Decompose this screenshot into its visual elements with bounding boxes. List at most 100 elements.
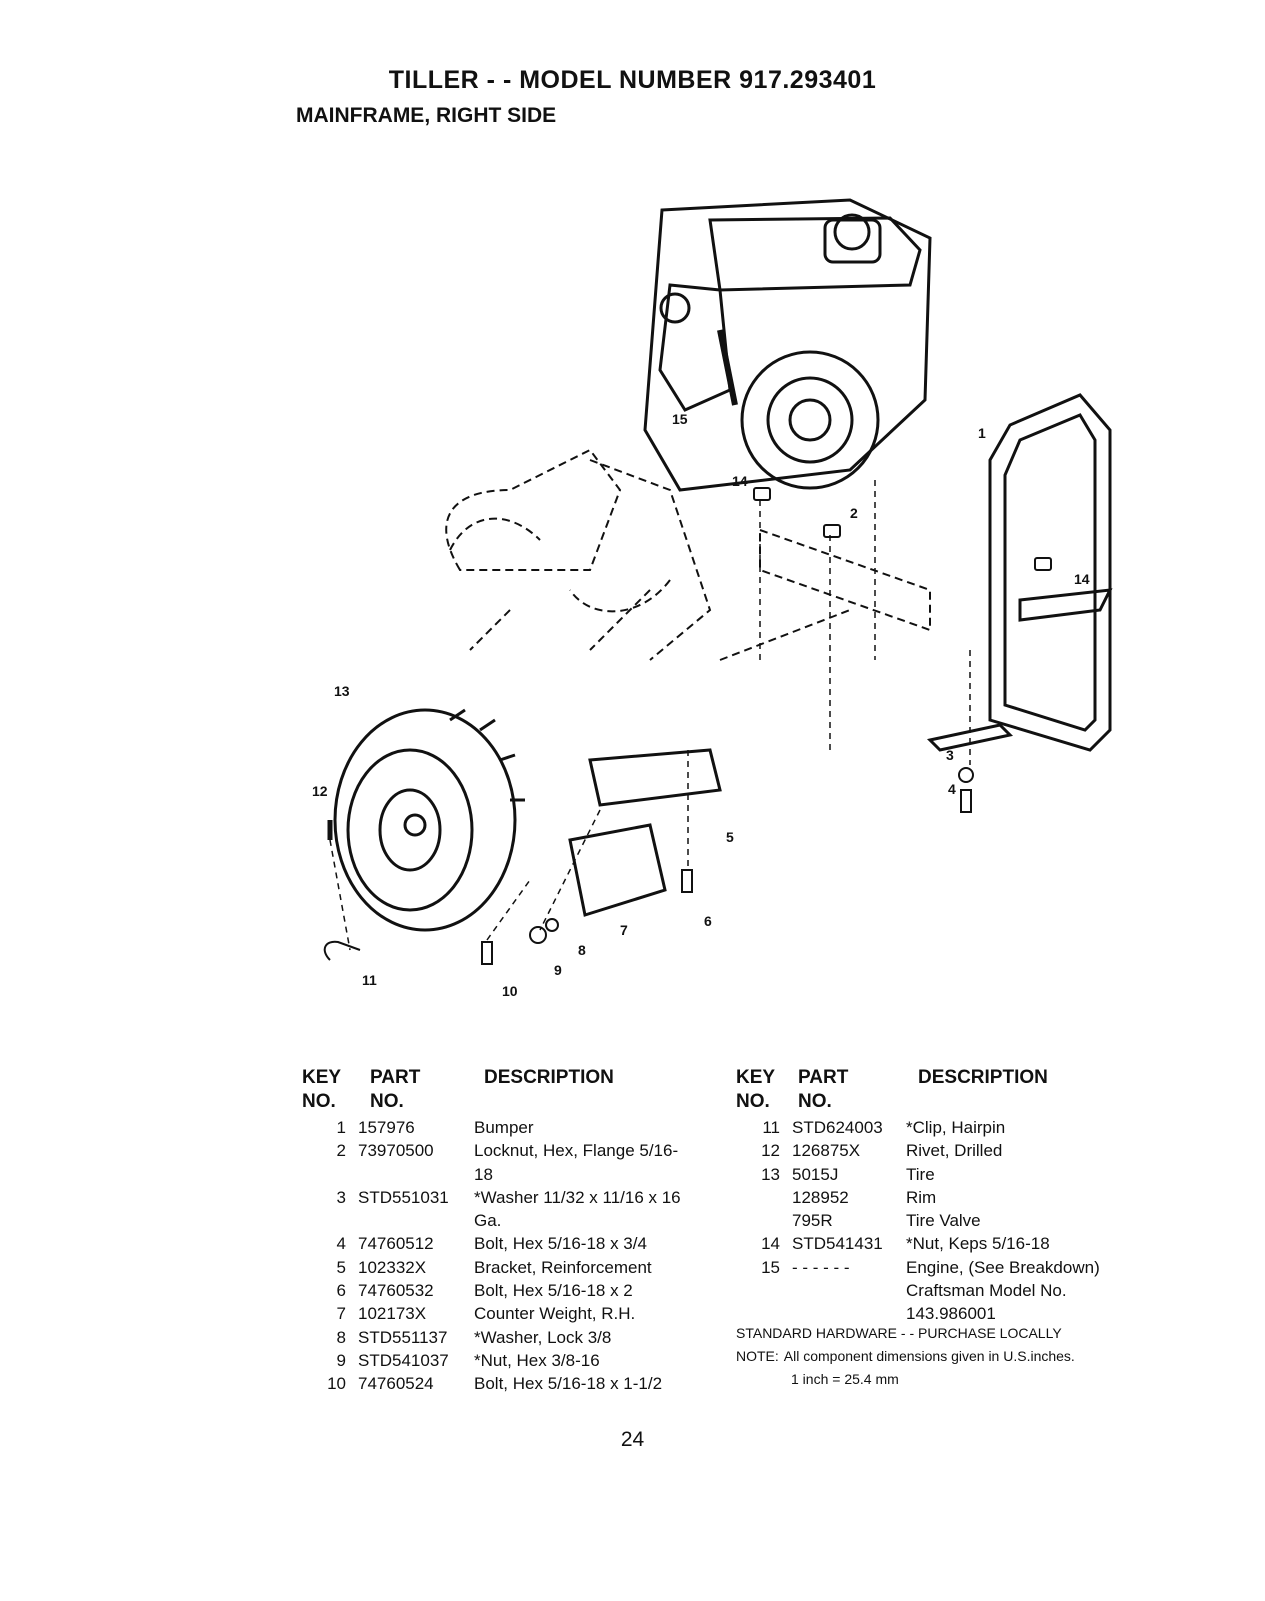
parts-row: 2 73970500 Locknut, Hex, Flange 5/16- 18 [302, 1139, 732, 1186]
parts-row: 12 126875X Rivet, Drilled [736, 1139, 1156, 1162]
key-number: 5 [336, 1257, 346, 1277]
parts-row: 11 STD624003 *Clip, Hairpin [736, 1116, 1156, 1139]
parts-row: 795R Tire Valve [736, 1209, 1156, 1232]
callout-1: 1 [978, 425, 986, 441]
part-number: STD624003 [792, 1118, 883, 1137]
part-description: Bolt, Hex 5/16-18 x 1-1/2 [474, 1374, 663, 1394]
part-number: 102173X [358, 1304, 427, 1324]
part-description: Bolt, Hex 5/16-18 x 3/4 [474, 1234, 647, 1254]
part-number: 73970500 [358, 1141, 434, 1161]
callout-14-right: 14 [1074, 571, 1090, 587]
right-header-description: DESCRIPTION [918, 1067, 1048, 1088]
callout-7: 7 [620, 922, 628, 938]
callout-15: 15 [672, 411, 688, 427]
parts-row: 1 157976 Bumper [302, 1116, 732, 1139]
part-number: STD541037 [358, 1350, 449, 1370]
left-header-part-line2: NO. [370, 1091, 404, 1112]
key-number: 9 [336, 1350, 346, 1370]
part-number: STD551031 [358, 1187, 449, 1207]
page-title: TILLER - - MODEL NUMBER 917.293401 [388, 66, 877, 94]
part-number: 126875X [792, 1141, 861, 1161]
key-number: 3 [336, 1187, 346, 1207]
key-number: 12 [761, 1141, 780, 1161]
part-description: Engine, (See Breakdown) Craftsman Model … [906, 1257, 1100, 1324]
part-number: STD551137 [358, 1327, 448, 1347]
left-header-description: DESCRIPTION [484, 1067, 614, 1088]
parts-row: 14 STD541431 *Nut, Keps 5/16-18 [736, 1232, 1156, 1255]
callout-4: 4 [948, 781, 956, 797]
key-number: 2 [336, 1141, 346, 1161]
parts-row: 3 STD551031 *Washer 11/32 x 11/16 x 16 G… [302, 1186, 732, 1233]
part-number: 74760532 [358, 1281, 434, 1301]
parts-row: 8 STD551137 *Washer, Lock 3/8 [302, 1326, 732, 1349]
callout-6: 6 [704, 913, 712, 929]
hardware-illustration [323, 487, 1052, 965]
part-number: 74760512 [358, 1234, 434, 1254]
key-number: 11 [762, 1118, 780, 1137]
part-number: - - - - - - [792, 1257, 850, 1277]
part-number: 74760524 [358, 1374, 434, 1394]
parts-row: 7 102173X Counter Weight, R.H. [302, 1302, 732, 1325]
parts-row: 128952 Rim [736, 1186, 1156, 1209]
notes-block: STANDARD HARDWARE - - PURCHASE LOCALLY N… [736, 1322, 1075, 1391]
left-header-part: PART NO. [370, 1066, 420, 1114]
left-header-part-line1: PART [370, 1067, 421, 1088]
part-description: *Washer 11/32 x 11/16 x 16 Ga. [474, 1187, 681, 1231]
key-number: 4 [336, 1234, 346, 1254]
key-number: 8 [336, 1327, 346, 1347]
leader-lines [329, 480, 971, 951]
part-description: Rivet, Drilled [906, 1141, 1003, 1161]
right-header-part-line2: NO. [798, 1091, 832, 1112]
left-header-key-line2: NO. [302, 1091, 336, 1112]
part-description: Tire [906, 1164, 935, 1184]
part-number: STD541431 [792, 1234, 883, 1254]
callout-13: 13 [334, 683, 350, 699]
key-number [736, 1186, 792, 1209]
callout-8: 8 [578, 942, 586, 958]
key-number: 10 [327, 1374, 346, 1394]
callout-14: 14 [732, 473, 748, 489]
page-number: 24 [620, 1428, 645, 1451]
left-header-key: KEY NO. [302, 1066, 341, 1114]
part-description: *Nut, Keps 5/16-18 [906, 1234, 1050, 1254]
part-description: Bolt, Hex 5/16-18 x 2 [474, 1281, 633, 1301]
callout-9: 9 [554, 962, 562, 978]
key-number: 13 [761, 1164, 780, 1184]
parts-row: 15 - - - - - - Engine, (See Breakdown) C… [736, 1256, 1156, 1326]
part-description: *Nut, Hex 3/8-16 [474, 1350, 600, 1370]
bracket-illustration [568, 748, 722, 917]
engine-illustration [643, 198, 932, 492]
diagram-callouts: 1 2 3 4 5 6 7 8 9 10 11 12 13 14 14 15 [312, 411, 1090, 999]
part-description: *Clip, Hairpin [906, 1118, 1006, 1137]
key-number: 6 [336, 1281, 346, 1301]
right-header-key-line2: NO. [736, 1091, 770, 1112]
key-number [736, 1209, 792, 1232]
parts-row: 4 74760512 Bolt, Hex 5/16-18 x 3/4 [302, 1232, 732, 1255]
right-header-part-line1: PART [798, 1067, 849, 1088]
note-label: NOTE: [736, 1348, 779, 1364]
wheel-illustration [333, 708, 525, 932]
part-number: 795R [792, 1211, 833, 1231]
callout-5: 5 [726, 829, 734, 845]
left-header-key-line1: KEY [302, 1067, 342, 1088]
callout-11: 11 [362, 972, 377, 988]
part-number: 102332X [358, 1257, 427, 1277]
tine-shield-illustration [445, 448, 931, 661]
parts-row: 9 STD541037 *Nut, Hex 3/8-16 [302, 1349, 732, 1372]
parts-list-right: 11 STD624003 *Clip, Hairpin 12 126875X R… [736, 1116, 1156, 1326]
parts-row: 5 102332X Bracket, Reinforcement [302, 1256, 732, 1279]
part-description: Rim [906, 1187, 937, 1207]
callout-2: 2 [850, 505, 858, 521]
callout-10: 10 [502, 983, 518, 999]
part-number: 5015J [792, 1164, 839, 1184]
bumper-illustration [926, 393, 1113, 752]
key-number: 1 [336, 1118, 346, 1137]
callout-3: 3 [946, 747, 954, 763]
parts-diagram: 1 2 3 4 5 6 7 8 9 10 11 12 13 14 14 15 [312, 198, 1113, 999]
right-header-key-line1: KEY [736, 1067, 776, 1088]
right-header-key: KEY NO. [736, 1066, 775, 1114]
callout-12: 12 [312, 783, 328, 799]
parts-row: 13 5015J Tire [736, 1163, 1156, 1186]
dimension-note: NOTE: All component dimensions given in … [736, 1345, 1075, 1368]
note-text: All component dimensions given in U.S.in… [783, 1348, 1075, 1364]
